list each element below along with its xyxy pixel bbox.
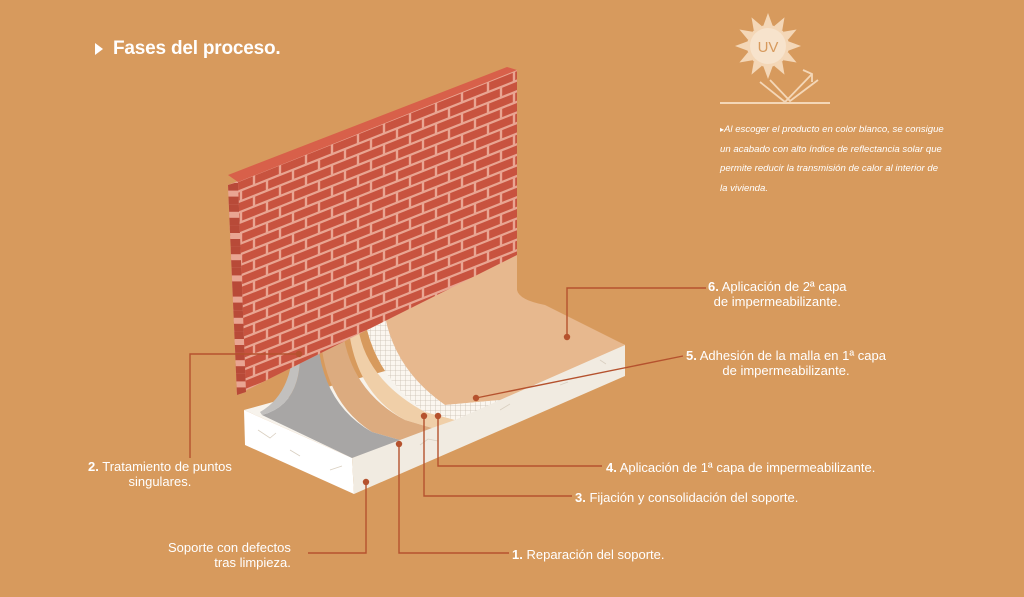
brick <box>203 314 227 332</box>
step-2-number: 2. <box>88 459 99 474</box>
brick <box>203 250 227 268</box>
support-line2: tras limpieza. <box>168 555 291 570</box>
brick <box>203 229 227 247</box>
step-3-number: 3. <box>575 490 586 505</box>
uv-note: ▸Al escoger el producto en color blanco,… <box>720 120 945 198</box>
step-6-number: 6. <box>708 279 719 294</box>
brick <box>515 169 539 187</box>
brick <box>216 383 240 401</box>
step-1-label: 1. Reparación del soporte. <box>512 547 665 562</box>
title-arrow-icon <box>95 43 103 55</box>
step-6-label: 6. Aplicación de 2ª capa de impermeabili… <box>708 279 847 309</box>
uv-icon-label: UV <box>758 39 779 56</box>
side-brick <box>228 366 248 374</box>
step-3-text: Fijación y consolidación del soporte. <box>589 490 798 505</box>
brick <box>515 105 539 123</box>
step-4-number: 4. <box>606 460 617 475</box>
brick <box>203 335 227 353</box>
brick <box>515 190 539 208</box>
leader-support <box>308 482 366 553</box>
brick <box>203 356 227 374</box>
step-2-label: 2. Tratamiento de puntos singulares. <box>88 459 232 489</box>
step-4-label: 4. Aplicación de 1ª capa de impermeabili… <box>606 460 875 475</box>
step-2-line1: Tratamiento de puntos <box>102 459 232 474</box>
brick <box>203 293 227 311</box>
brick <box>203 271 227 289</box>
brick <box>515 232 539 250</box>
side-brick <box>228 387 248 395</box>
sun-ray <box>763 66 772 79</box>
step-4-text: Aplicación de 1ª capa de impermeabilizan… <box>620 460 876 475</box>
brick <box>515 63 539 81</box>
sun-ray <box>788 41 801 50</box>
section-title: Fases del proceso. <box>95 38 280 60</box>
step-3-label: 3. Fijación y consolidación del soporte. <box>575 490 798 505</box>
step-5-label: 5. Adhesión de la malla en 1ª capa de im… <box>686 348 886 378</box>
brick <box>203 187 227 205</box>
brick <box>515 253 539 271</box>
uv-note-text: Al escoger el producto en color blanco, … <box>720 124 944 194</box>
section-title-text: Fases del proceso. <box>113 38 280 60</box>
step-5-number: 5. <box>686 348 697 363</box>
brick <box>515 84 539 102</box>
uv-sun-icon: UV <box>720 13 830 103</box>
step-6-line1: Aplicación de 2ª capa <box>722 279 847 294</box>
brick <box>203 208 227 226</box>
brick <box>515 126 539 144</box>
support-label: Soporte con defectos tras limpieza. <box>168 540 291 570</box>
sun-ray <box>735 41 748 50</box>
step-1-number: 1. <box>512 547 523 562</box>
step-5-line2: de impermeabilizante. <box>686 363 886 378</box>
support-line1: Soporte con defectos <box>168 540 291 555</box>
side-brick <box>228 374 248 382</box>
brick <box>203 377 227 395</box>
sun-ray <box>763 13 772 26</box>
step-6-line2: de impermeabilizante. <box>708 294 847 309</box>
brick <box>515 211 539 229</box>
step-1-text: Reparación del soporte. <box>526 547 664 562</box>
brick <box>515 147 539 165</box>
step-5-line1: Adhesión de la malla en 1ª capa <box>700 348 886 363</box>
step-2-line2: singulares. <box>88 474 232 489</box>
